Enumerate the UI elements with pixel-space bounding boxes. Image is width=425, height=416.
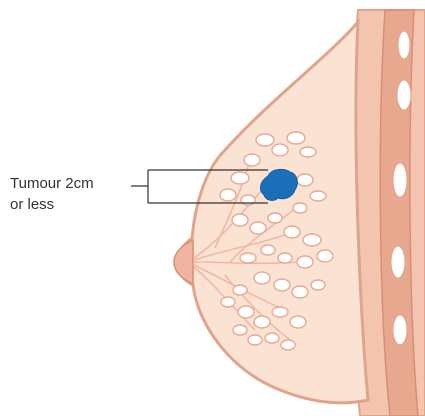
breast-outline-icon <box>176 22 368 403</box>
tumour-label-line1: Tumour 2cm <box>10 175 94 193</box>
tumour-label-line2: or less <box>10 196 54 214</box>
nipple-icon <box>174 240 193 284</box>
